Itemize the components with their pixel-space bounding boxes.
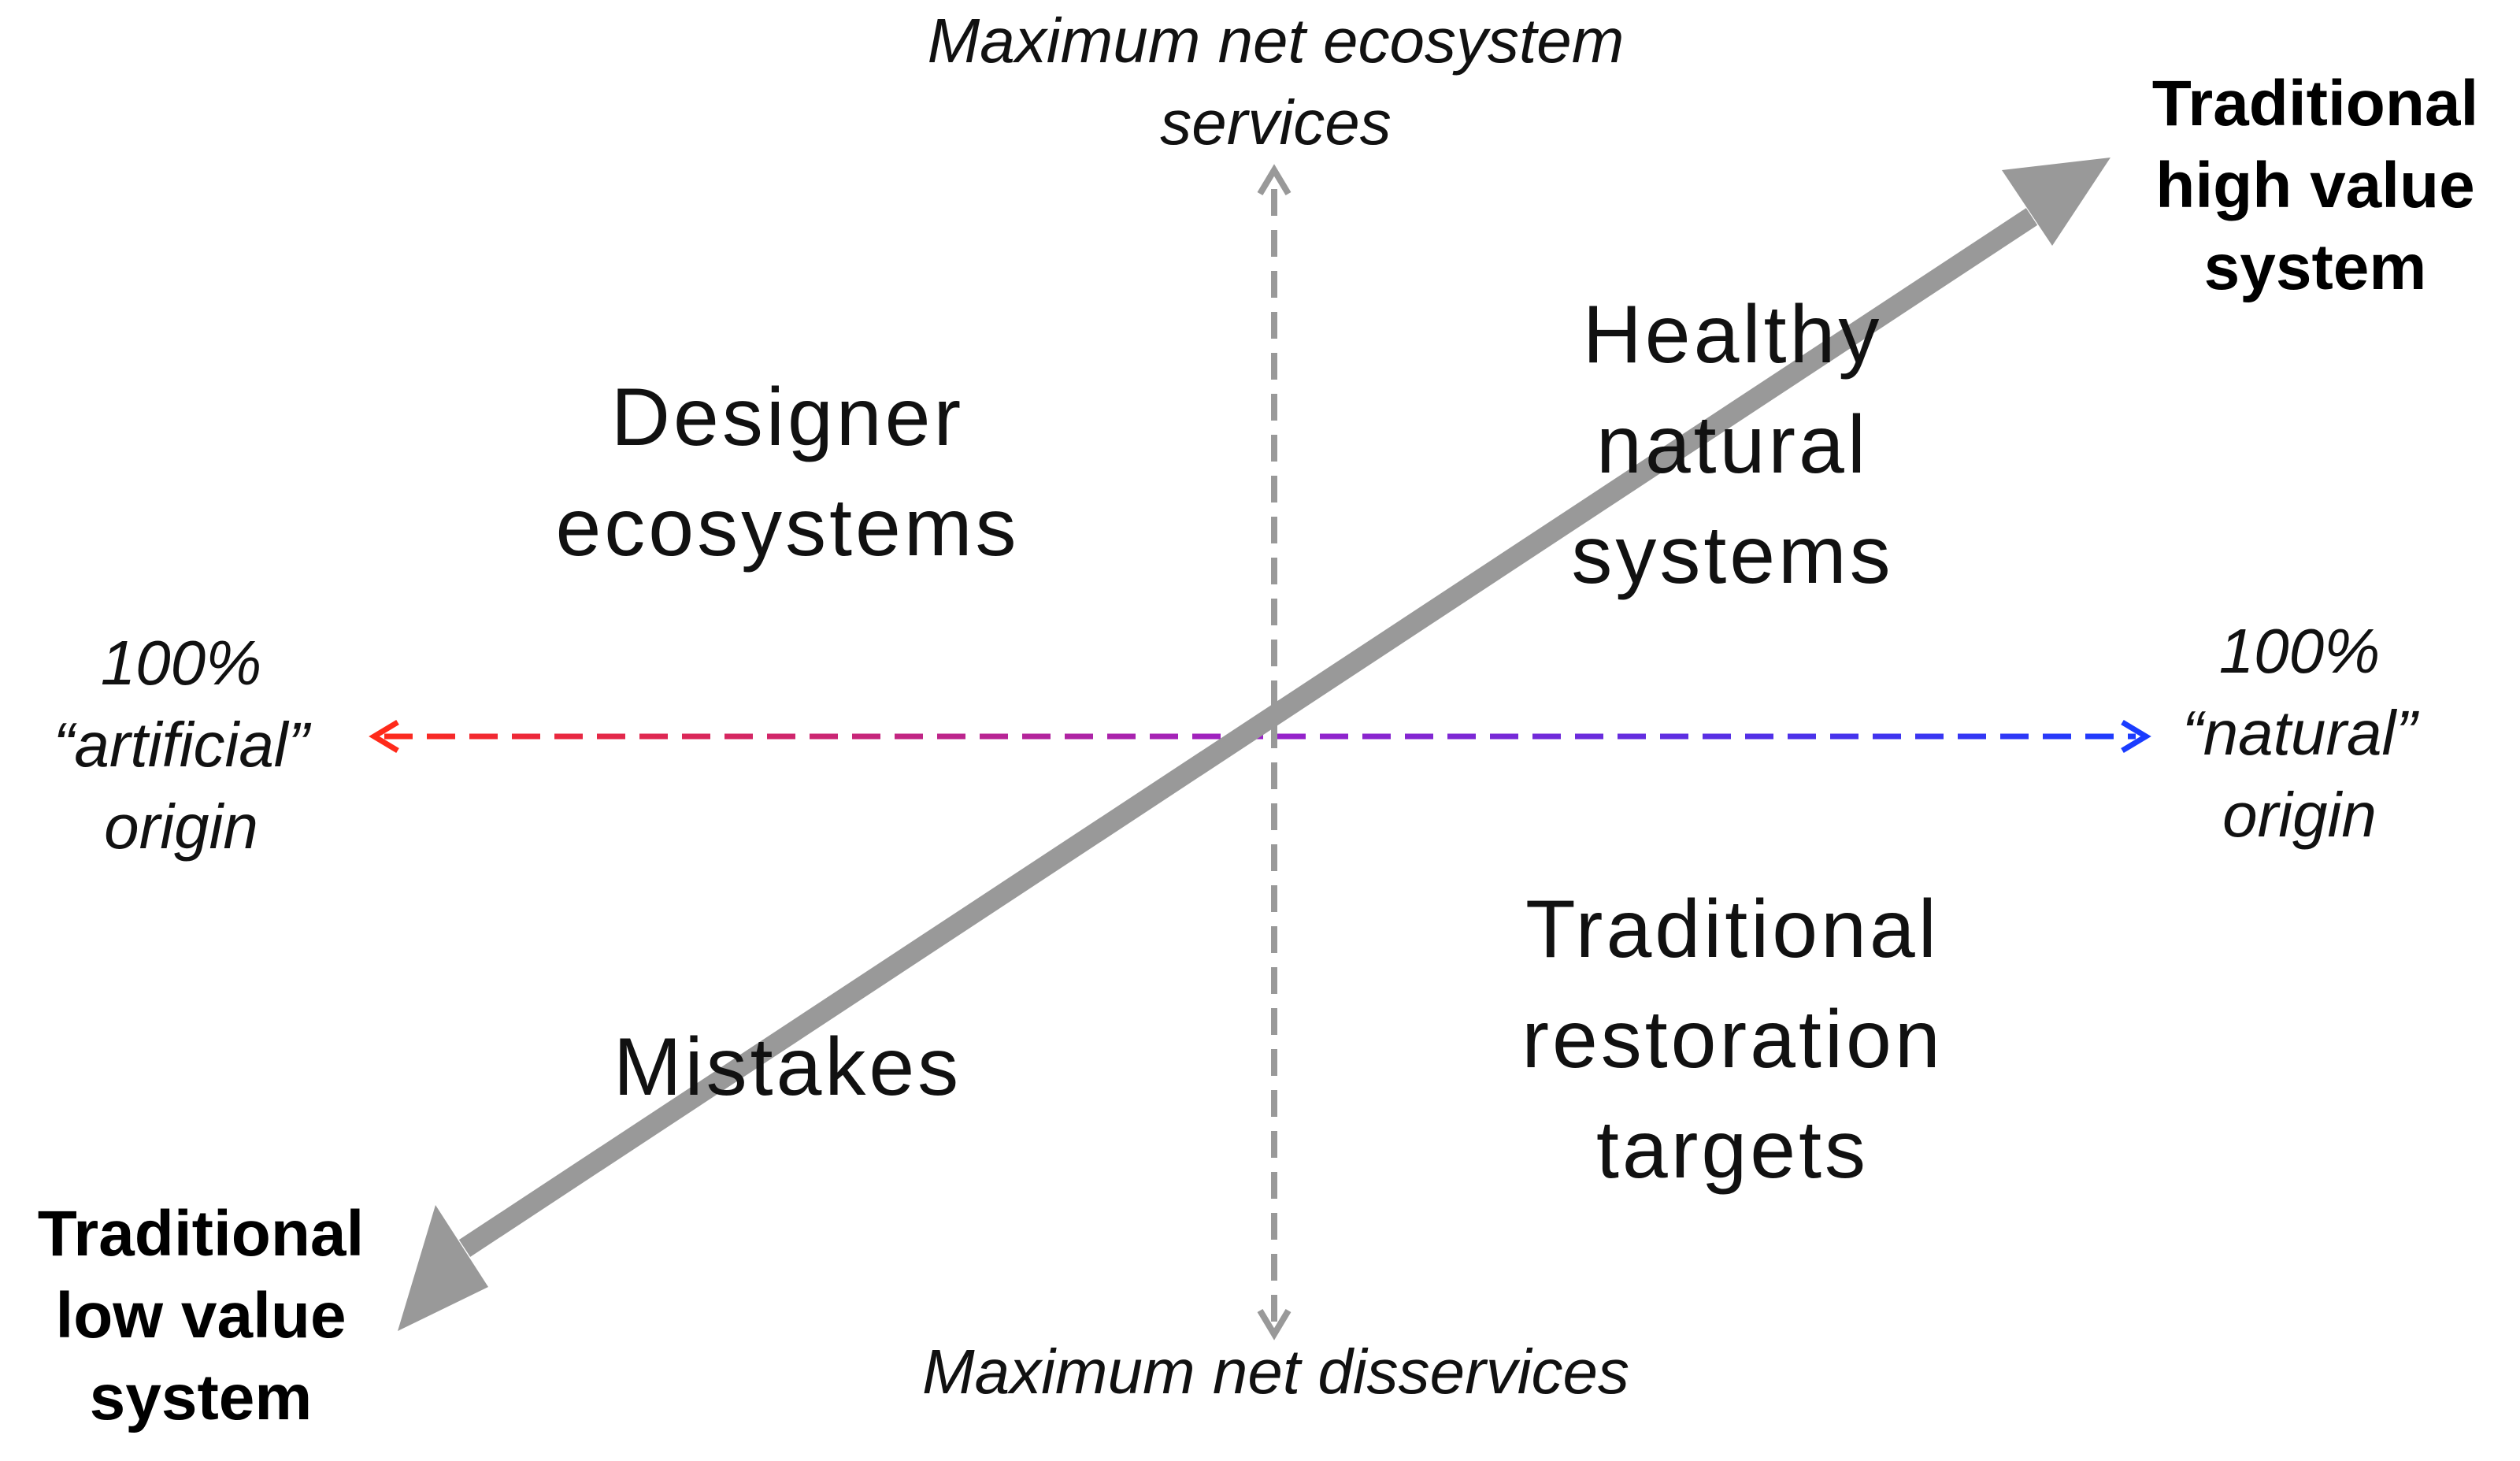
diagonal-arrow-shaft	[458, 208, 2038, 1257]
quadrant-label-top-left: Designer ecosystems	[555, 372, 1020, 573]
axis-label-right: 100% “natural” origin	[2182, 616, 2417, 850]
axis-label-top: Maximum net ecosystem services	[927, 6, 1625, 158]
quadrant-label-bottom-right: Traditional restoration targets	[1521, 884, 1944, 1196]
diagonal-label-high: Traditional high value system	[2151, 68, 2479, 303]
diagonal-arrowhead-low	[398, 1205, 488, 1331]
axis-label-left: 100% “artificial” origin	[53, 628, 309, 862]
vertical-axis-arrowhead-top	[1257, 164, 1292, 196]
diagonal-value-arrow	[398, 158, 2110, 1331]
vertical-axis	[1257, 164, 1292, 1340]
quadrant-label-top-right: Healthy natural systems	[1571, 289, 1894, 601]
diagonal-arrowhead-high	[2002, 158, 2110, 246]
horizontal-axis-arrowhead-right	[2121, 719, 2151, 754]
horizontal-axis-arrowhead-left	[369, 719, 399, 754]
vertical-axis-arrowhead-bottom	[1257, 1308, 1292, 1340]
diagonal-label-low: Traditional low value system	[37, 1198, 365, 1433]
quadrant-label-bottom-left: Mistakes	[613, 1022, 962, 1113]
axis-label-bottom: Maximum net disservices	[921, 1337, 1629, 1407]
